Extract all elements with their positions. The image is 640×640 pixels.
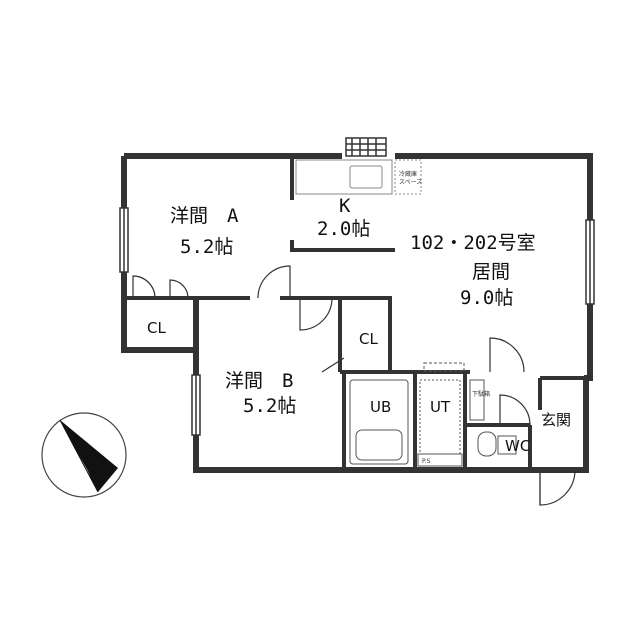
windows <box>119 137 595 436</box>
kitchen-counter <box>295 159 422 195</box>
unit-number: 102・202号室 <box>410 232 536 254</box>
kitchen-name: K <box>339 195 351 217</box>
room-a-size: 5.2帖 <box>180 236 233 258</box>
north-arrow-icon <box>41 412 127 498</box>
closet-a-label: CL <box>147 319 166 337</box>
living-name: 居間 <box>472 261 510 283</box>
bath-label: UB <box>370 398 391 416</box>
room-b-size: 5.2帖 <box>243 395 296 417</box>
entrance-label: 玄関 <box>541 411 571 429</box>
door-swings <box>132 265 576 506</box>
room-a-name: 洋間 A <box>170 205 239 227</box>
fridge-space-label: 冷蔵庫 <box>399 170 417 178</box>
shoe-box-label: 下駄箱 <box>472 390 490 398</box>
fridge-space-label-2: スペース <box>399 179 422 186</box>
bath-fixtures <box>349 362 517 467</box>
kitchen-size: 2.0帖 <box>317 218 370 240</box>
utility-label: UT <box>430 398 451 416</box>
toilet-label: WC <box>505 437 530 455</box>
pipe-space-label: P.S <box>422 458 431 465</box>
closet-b-label: CL <box>359 330 378 348</box>
interior-walls <box>124 156 586 470</box>
room-b-name: 洋間 B <box>225 370 293 392</box>
living-size: 9.0帖 <box>460 287 513 309</box>
